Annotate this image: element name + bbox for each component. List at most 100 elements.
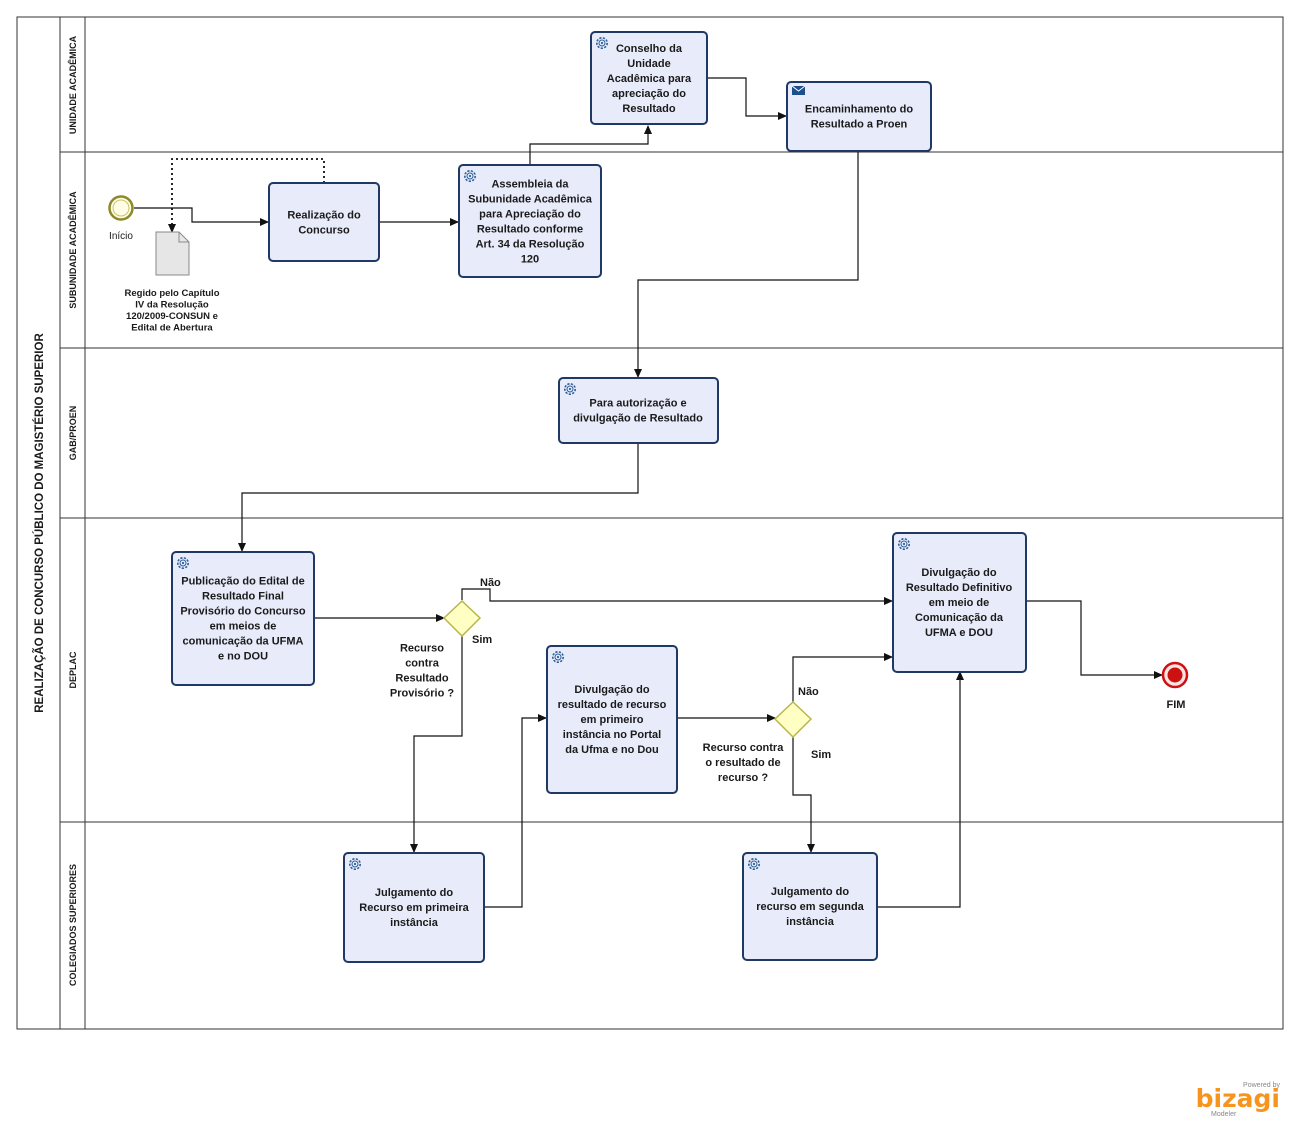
text-line: apreciação do [612, 88, 686, 100]
task-assembleia-label: Assembleia da Subunidade Acadêmica para Ap… [468, 179, 593, 266]
gateway-recurso-resultado-question: Recurso contra o resultado de recurso ? [703, 742, 785, 784]
text-line: recurso em segunda [756, 901, 864, 913]
text-line: Realização do [287, 210, 361, 222]
flow-g2-nao [792, 653, 893, 702]
text-line: divulgação de Resultado [573, 413, 703, 425]
task-julgamento-segunda[interactable]: Julgamento do recurso em segunda instância [742, 852, 878, 961]
gateway-2-no-label: Não [798, 686, 819, 698]
text-line: Julgamento do [771, 886, 850, 898]
text-line: IV da Resolução [135, 299, 209, 310]
text-line: o resultado de [705, 757, 780, 769]
flow-realizacao-document [168, 158, 325, 233]
text-line: Para autorização e [589, 398, 686, 410]
text-line: comunicação da UFMA [182, 636, 303, 648]
text-line: Resultado [622, 103, 675, 115]
text-line: Edital de Abertura [131, 322, 213, 333]
text-line: Recurso contra [703, 742, 785, 754]
task-divulgacao-definitivo-label: Divulgação do Resultado Definitivo em meio… [906, 567, 1013, 639]
gateway-recurso-resultado[interactable] [773, 700, 813, 739]
lane-title-subunidade: SUBUNIDADE ACADÊMICA [67, 191, 78, 309]
text-line: para Apreciação do [479, 209, 581, 221]
text-line: Provisório do Concurso [180, 606, 306, 618]
task-autorizacao-label: Para autorização e divulgação de Resultad… [573, 398, 703, 425]
flow-g1-sim [410, 636, 463, 853]
text-line: Resultado a Proen [811, 119, 908, 131]
text-line: Subunidade Acadêmica [468, 194, 593, 206]
task-divulgacao-definitivo[interactable]: Divulgação do Resultado Definitivo em meio… [892, 532, 1027, 673]
text-line: Divulgação do [921, 567, 996, 579]
text-line: em meio de [929, 597, 990, 609]
svg-text:Powered by: Powered by [1243, 1082, 1280, 1089]
text-line: da Ufma e no Dou [565, 744, 659, 756]
task-divulgacao-recurso-label: Divulgação do resultado de recurso em prim… [558, 684, 667, 756]
end-event-label: FIM [1167, 699, 1186, 711]
start-event[interactable] [108, 195, 134, 221]
text-line: Acadêmica para [607, 73, 692, 85]
sequence-flows [134, 77, 1163, 908]
lane-title-gab: GAB/PROEN [68, 406, 78, 461]
flow-autorizacao-publicacao [238, 443, 639, 552]
gateway-1-no-label: Não [480, 577, 501, 589]
flow-julgamento1-divulgacao [484, 714, 547, 908]
text-line: e no DOU [218, 651, 268, 663]
text-line: Resultado Final [202, 591, 284, 603]
text-line: em primeiro [581, 714, 644, 726]
pool: REALIZAÇÃO DE CONCURSO PÚBLICO DO MAGIST… [16, 16, 1284, 1030]
task-autorizacao[interactable]: Para autorização e divulgação de Resultad… [558, 377, 719, 444]
gateway-1-yes-label: Sim [472, 634, 492, 646]
end-event[interactable] [1161, 661, 1189, 689]
text-line: Publicação do Edital de [181, 576, 304, 588]
text-line: Divulgação do [574, 684, 649, 696]
text-line: instância [786, 916, 835, 928]
gateway-recurso-provisorio[interactable] [442, 599, 482, 638]
text-line: Resultado [395, 673, 448, 685]
text-line: UFMA e DOU [925, 627, 993, 639]
document-artifact[interactable] [155, 231, 190, 276]
text-line: contra [405, 658, 440, 670]
task-assembleia[interactable]: Assembleia da Subunidade Acadêmica para Ap… [458, 164, 602, 278]
svg-text:Modeler: Modeler [1211, 1111, 1237, 1118]
start-event-label: Início [109, 231, 133, 242]
task-julgamento-segunda-label: Julgamento do recurso em segunda instância [756, 886, 864, 928]
flow-assembleia-conselho [529, 125, 652, 165]
text-line: Resultado Definitivo [906, 582, 1013, 594]
flow-definitivo-fim [1026, 600, 1163, 679]
text-line: Recurso [400, 643, 444, 655]
text-line: resultado de recurso [558, 699, 667, 711]
text-line: Provisório ? [390, 688, 454, 700]
text-line: 120 [521, 254, 539, 266]
task-realizacao-label: Realização do Concurso [287, 210, 361, 237]
text-line: Art. 34 da Resolução [476, 239, 585, 251]
pool-title: REALIZAÇÃO DE CONCURSO PÚBLICO DO MAGIST… [33, 333, 46, 713]
text-line: Concurso [298, 225, 350, 237]
flow-g2-sim [792, 736, 815, 853]
task-realizacao-concurso[interactable]: Realização do Concurso [268, 182, 380, 262]
text-line: recurso ? [718, 772, 768, 784]
text-line: em meios de [210, 621, 277, 633]
gateway-2-yes-label: Sim [811, 749, 831, 761]
text-line: instância no Portal [563, 729, 661, 741]
text-line: 120/2009-CONSUN e [126, 311, 218, 322]
flow-g1-nao [461, 588, 893, 605]
lane-title-deplac: DEPLAC [68, 651, 78, 689]
text-line: Conselho da [616, 43, 683, 55]
text-line: Assembleia da [491, 179, 569, 191]
flow-start-realizacao [134, 207, 269, 226]
bizagi-logo: Powered by bizagi Modeler [1196, 1082, 1281, 1118]
flow-conselho-encaminhamento [707, 77, 787, 120]
text-line: Unidade [627, 58, 670, 70]
task-divulgacao-recurso[interactable]: Divulgação do resultado de recurso em prim… [546, 645, 678, 794]
lane-title-unidade: UNIDADE ACADÊMICA [67, 35, 78, 134]
